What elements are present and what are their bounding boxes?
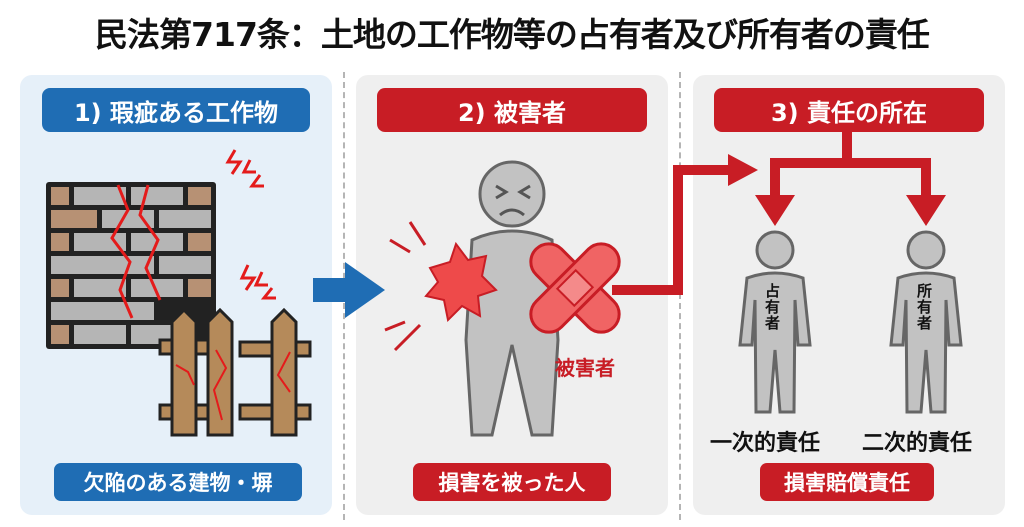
footer-victim: 損害を被った人	[413, 463, 611, 501]
footer-responsibility: 損害賠償責任	[760, 463, 934, 501]
dashed-divider	[679, 72, 681, 520]
victim-label: 被害者	[555, 356, 615, 380]
header-victim: 2) 被害者	[377, 88, 647, 132]
header-responsibility: 3) 責任の所在	[714, 88, 984, 132]
header-defective-structure: 1) 瑕疵ある工作物	[42, 88, 310, 132]
crack-spark-icon	[225, 149, 276, 300]
footer-defective-structure: 欠陥のある建物・塀	[54, 463, 302, 501]
cracked-brick-wall-icon	[46, 182, 216, 349]
owner-label: 所有者	[915, 283, 933, 331]
branch-arrows-icon	[755, 132, 946, 226]
page-title: 民法第717条：土地の工作物等の占有者及び所有者の責任	[95, 15, 930, 54]
occupant-figure-icon	[738, 230, 812, 414]
secondary-responsibility-label: 二次的責任	[862, 431, 973, 456]
owner-figure-icon	[889, 230, 963, 414]
occupant-label: 占有者	[763, 283, 781, 331]
impact-burst-icon	[384, 221, 498, 352]
broken-fence-icon	[158, 307, 312, 437]
arrow-right-blue-icon	[313, 262, 385, 318]
bandage-cross-icon	[529, 242, 621, 334]
primary-responsibility-label: 一次的責任	[710, 431, 821, 456]
arrow-connector-red-icon	[612, 165, 730, 295]
